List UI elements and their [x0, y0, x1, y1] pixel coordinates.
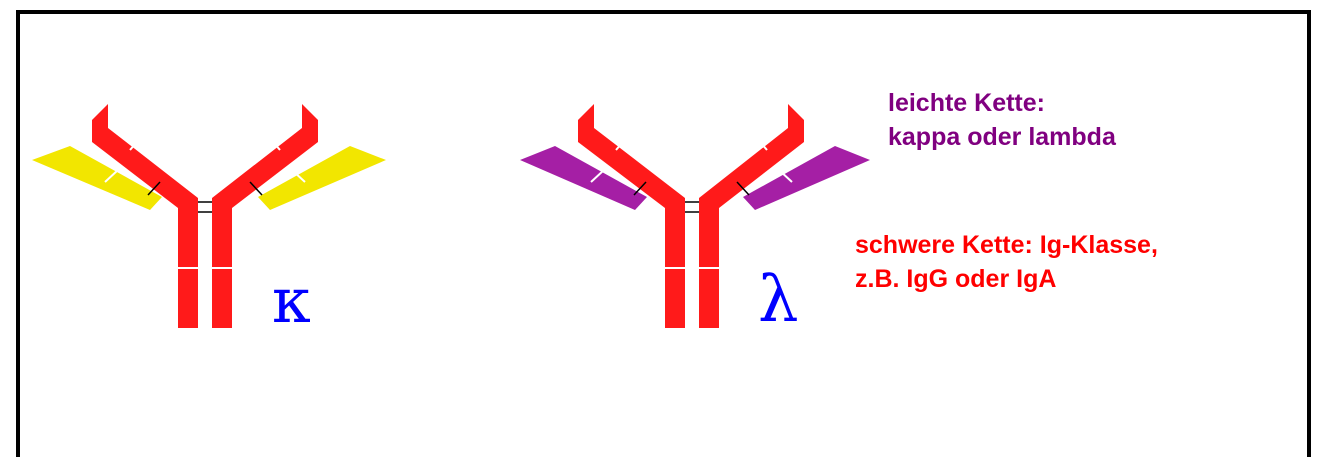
domain-lines-lambda: [590, 135, 793, 269]
light-chain-label: leichte Kette: kappa oder lambda: [888, 86, 1116, 154]
heavy-chain-label: schwere Kette: Ig-Klasse, z.B. IgG oder …: [855, 228, 1158, 296]
light-chain-label-line2: kappa oder lambda: [888, 123, 1116, 151]
disulfide-bonds-kappa: [147, 181, 263, 213]
kappa-symbol: κ: [272, 264, 311, 337]
light-chain-left-kappa: [32, 146, 162, 210]
lambda-symbol: λ: [758, 263, 799, 337]
light-chain-label-line1: leichte Kette:: [888, 89, 1045, 117]
domain-lines-kappa: [104, 135, 306, 269]
antibody-lambda: [520, 104, 870, 328]
disulfide-bonds-lambda: [633, 181, 750, 213]
light-chain-right-kappa: [258, 146, 386, 210]
heavy-chain-right-kappa: [212, 104, 318, 328]
light-chain-left-lambda: [520, 146, 647, 210]
heavy-chain-left-lambda: [578, 104, 685, 328]
heavy-chain-left-kappa: [92, 104, 198, 328]
light-chain-right-lambda: [743, 146, 870, 210]
heavy-chain-right-lambda: [699, 104, 804, 328]
antibody-kappa: [32, 104, 386, 328]
heavy-chain-label-line2: z.B. IgG oder IgA: [855, 265, 1057, 293]
heavy-chain-label-line1: schwere Kette: Ig-Klasse,: [855, 231, 1158, 259]
